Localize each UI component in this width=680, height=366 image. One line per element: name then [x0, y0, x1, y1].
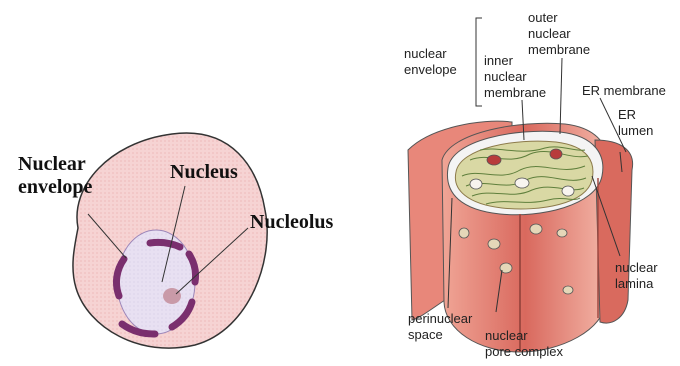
3d-nucleus-diagram: nuclear envelope inner nuclear membrane …	[404, 10, 666, 359]
label-nuclear-envelope: Nuclear envelope	[18, 153, 93, 198]
label-inner-nuclear-membrane: inner nuclear membrane	[484, 53, 546, 100]
label-nuclear-envelope-right: nuclear envelope	[404, 46, 457, 77]
label-nuclear-lamina: nuclear lamina	[615, 260, 661, 291]
envelope-bracket	[476, 18, 482, 106]
label-er-membrane: ER membrane	[582, 83, 666, 98]
label-nucleolus: Nucleolus	[250, 211, 334, 233]
label-er-lumen: ER lumen	[618, 107, 653, 138]
nucleolus	[163, 288, 181, 304]
label-outer-nuclear-membrane: outer nuclear membrane	[528, 10, 590, 57]
simple-cell-diagram: Nuclear envelope Nucleus Nucleolus	[18, 133, 334, 348]
label-nucleus: Nucleus	[170, 161, 238, 183]
